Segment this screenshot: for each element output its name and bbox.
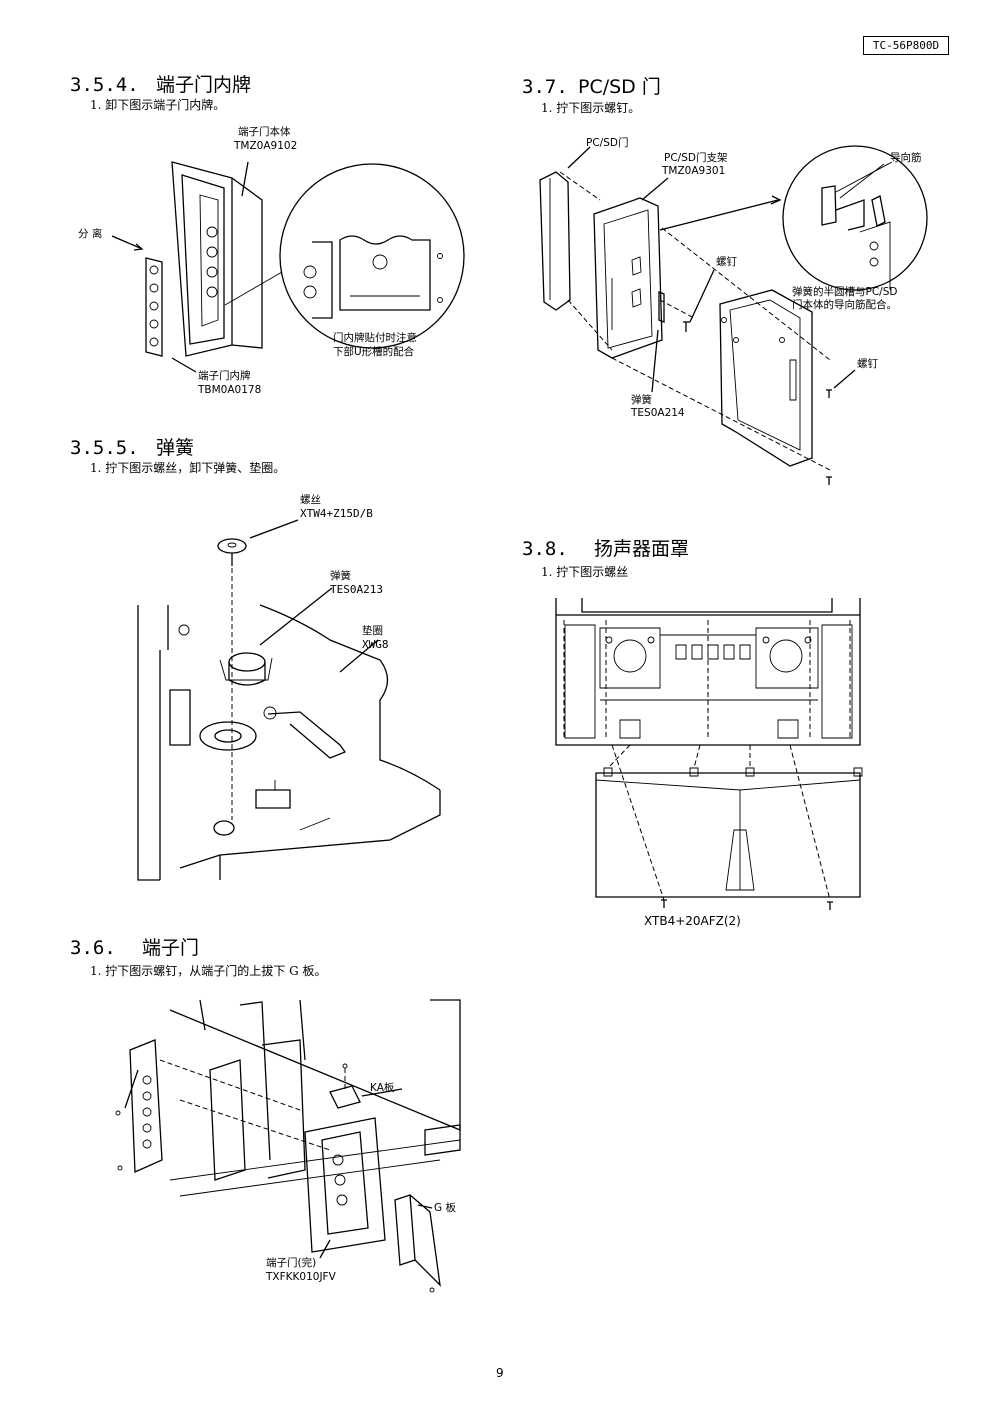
spring-note-line2: 门本体的导向筋配合。 xyxy=(792,299,897,311)
section-354-number: 3.5.4. xyxy=(70,74,139,96)
section-354-title: 端子门内牌 xyxy=(156,74,252,96)
washer-label: 垫圈 xyxy=(362,625,383,637)
section-37-title: PC/SD 门 xyxy=(578,76,661,98)
screw-code: XTW4+Z15D/B xyxy=(300,507,373,520)
section-36-heading: 3.6. 端子门 xyxy=(70,933,199,960)
pcsd-door-label: PC/SD门 xyxy=(586,137,629,149)
screw-label-1: 螺钉 xyxy=(716,256,737,268)
spring-label: 弹簧 xyxy=(330,570,351,582)
section-38-step: 1. 拧下图示螺丝 xyxy=(541,565,629,579)
section-37-number: 3.7. xyxy=(522,76,568,98)
terminal-door-body-code: TMZ0A9102 xyxy=(234,140,298,152)
section-354-heading: 3.5.4. 端子门内牌 xyxy=(70,70,251,97)
pcsd-bracket-label: PC/SD门支架 xyxy=(664,152,728,164)
screw-label: 螺丝 xyxy=(300,494,321,506)
section-38-title: 扬声器面罩 xyxy=(594,538,690,560)
section-36-title: 端子门 xyxy=(142,937,200,959)
page-number: 9 xyxy=(496,1366,504,1380)
terminal-door-plate-label: 端子门内牌 xyxy=(198,370,251,382)
section-37-step: 1. 拧下图示螺钉。 xyxy=(541,101,641,115)
pcsd-spring-code: TES0A214 xyxy=(631,407,685,419)
section-354-step: 1. 卸下图示端子门内牌。 xyxy=(90,98,226,112)
plate-note-line1: 门内牌贴付时注意 xyxy=(333,332,417,344)
spring-note-line1: 弹簧的半圆槽与PC/SD xyxy=(792,286,898,298)
section-38-heading: 3.8. 扬声器面罩 xyxy=(522,534,689,561)
pcsd-bracket-code: TMZ0A9301 xyxy=(662,165,726,177)
terminal-door-plate-code: TBM0A0178 xyxy=(198,384,262,396)
g-board-label: G 板 xyxy=(434,1202,456,1214)
screw-label-2: 螺钉 xyxy=(857,358,878,370)
section-355-step: 1. 拧下图示螺丝，卸下弹簧、垫圈。 xyxy=(90,461,286,475)
section-38-number: 3.8. xyxy=(522,538,568,560)
pcsd-spring-label: 弹簧 xyxy=(631,394,652,406)
section-36-number: 3.6. xyxy=(70,937,116,959)
section-36-step: 1. 拧下图示螺钉，从端子门的上拔下 G 板。 xyxy=(90,964,327,978)
section-355-number: 3.5.5. xyxy=(70,437,139,459)
model-number-box: TC-56P800D xyxy=(863,36,949,55)
terminal-door-body-label: 端子门本体 xyxy=(238,126,291,138)
section-355-heading: 3.5.5. 弹簧 xyxy=(70,433,194,460)
plate-note-line2: 下部U形槽的配合 xyxy=(333,346,415,358)
terminal-door-assy-code: TXFKK010JFV xyxy=(266,1271,336,1283)
section-355-title: 弹簧 xyxy=(156,437,195,459)
spring-code: TES0A213 xyxy=(330,583,383,596)
guide-rib-label: 导向筋 xyxy=(890,152,922,164)
speaker-screw-code: XTB4+20AFZ(2) xyxy=(644,914,741,928)
terminal-door-assy-label: 端子门(完) xyxy=(266,1257,317,1269)
separate-label: 分 离 xyxy=(78,228,103,240)
section-37-heading: 3.7. PC/SD 门 xyxy=(522,72,661,99)
